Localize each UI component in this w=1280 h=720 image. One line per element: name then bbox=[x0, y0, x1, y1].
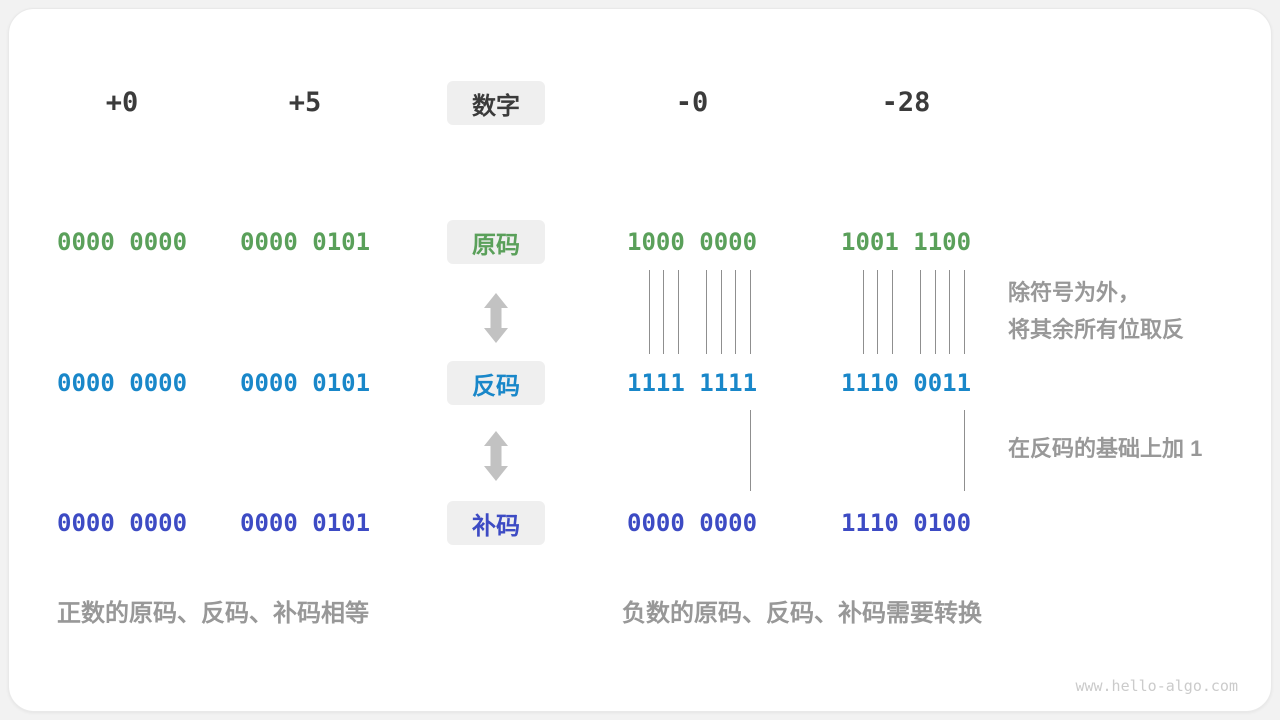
header-number-plus0: +0 bbox=[105, 87, 139, 118]
bit-line bbox=[920, 270, 922, 354]
header-badge-number: 数字 bbox=[447, 81, 545, 125]
badge-twos-complement: 补码 bbox=[447, 501, 545, 545]
watermark-url: www.hello-algo.com bbox=[1075, 677, 1238, 695]
annotation-invert-bits: 除符号为外， 将其余所有位取反 bbox=[1008, 274, 1184, 348]
binary-value: 0000 0000 bbox=[57, 228, 188, 256]
bit-line bbox=[877, 270, 879, 354]
bit-line bbox=[735, 270, 737, 354]
header-number-minus0: -0 bbox=[675, 87, 709, 118]
updown-arrow-icon bbox=[484, 293, 508, 343]
binary-value: 0000 0000 bbox=[627, 509, 758, 537]
bit-line bbox=[963, 270, 965, 354]
updown-arrow-icon bbox=[484, 431, 508, 481]
caption-negative-numbers: 负数的原码、反码、补码需要转换 bbox=[622, 600, 982, 627]
bit-line bbox=[862, 270, 864, 354]
binary-value: 0000 0101 bbox=[240, 509, 371, 537]
annotation-add-one: 在反码的基础上加 1 bbox=[1008, 436, 1203, 461]
figure-card bbox=[8, 8, 1272, 712]
binary-value: 0000 0101 bbox=[240, 369, 371, 397]
bit-line bbox=[749, 270, 751, 354]
binary-value: 0000 0101 bbox=[240, 228, 371, 256]
annotation-line: 除符号为外， bbox=[1008, 280, 1141, 305]
binary-value: 1001 1100 bbox=[841, 228, 972, 256]
bit-line bbox=[963, 410, 965, 491]
binary-value: 1000 0000 bbox=[627, 228, 758, 256]
header-number-minus28: -28 bbox=[881, 87, 931, 118]
bit-line bbox=[749, 410, 751, 491]
caption-positive-numbers: 正数的原码、反码、补码相等 bbox=[57, 600, 369, 627]
binary-value: 0000 0000 bbox=[57, 509, 188, 537]
badge-ones-complement: 反码 bbox=[447, 361, 545, 405]
binary-value: 1110 0100 bbox=[841, 509, 972, 537]
bit-line bbox=[663, 270, 665, 354]
bit-line bbox=[677, 270, 679, 354]
bit-line bbox=[934, 270, 936, 354]
bit-line bbox=[949, 270, 951, 354]
bit-line bbox=[720, 270, 722, 354]
binary-value: 1111 1111 bbox=[627, 369, 758, 397]
bit-line bbox=[891, 270, 893, 354]
header-number-plus5: +5 bbox=[288, 87, 322, 118]
binary-value: 1110 0011 bbox=[841, 369, 972, 397]
badge-sign-magnitude: 原码 bbox=[447, 220, 545, 264]
bit-line bbox=[648, 270, 650, 354]
annotation-line: 将其余所有位取反 bbox=[1008, 317, 1185, 342]
binary-value: 0000 0000 bbox=[57, 369, 188, 397]
bit-line bbox=[706, 270, 708, 354]
